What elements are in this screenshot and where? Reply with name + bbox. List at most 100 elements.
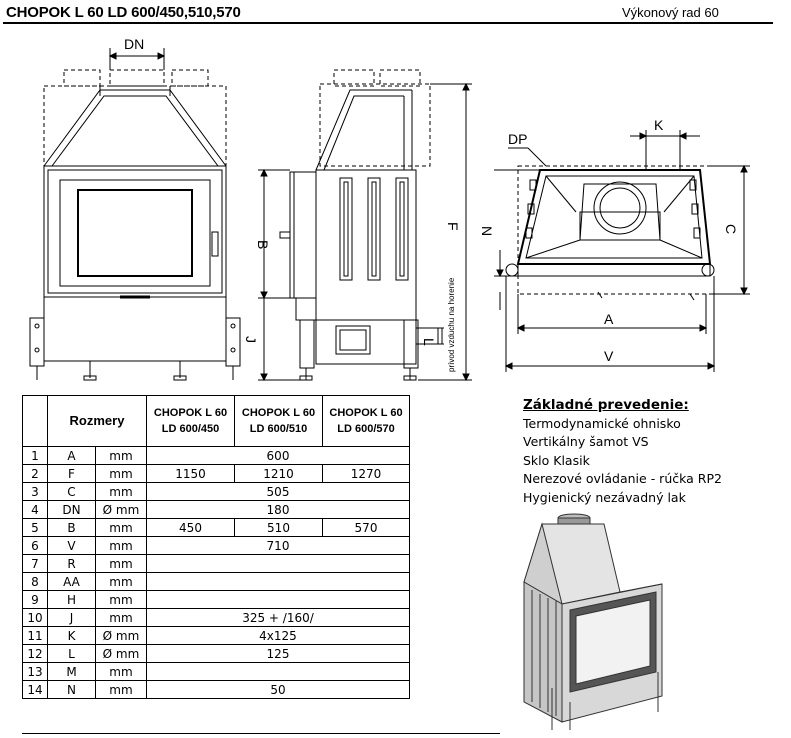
row-code: DN	[47, 500, 96, 519]
row-value: 505	[146, 482, 410, 501]
table-header-col-1: CHOPOK L 60 LD 600/450	[146, 395, 235, 447]
dim-label-f: F	[445, 222, 461, 231]
row-code: L	[47, 644, 96, 663]
row-value: 125	[146, 644, 410, 663]
table-row: 8 AA mm	[22, 572, 410, 591]
row-value: 4x125	[146, 626, 410, 645]
table-header-corner	[22, 395, 48, 447]
dim-label-c: C	[723, 224, 739, 234]
table-row: 12 L Ø mm 125	[22, 644, 410, 663]
row-code: R	[47, 554, 96, 573]
row-code: H	[47, 590, 96, 609]
row-number: 2	[22, 464, 48, 483]
table-header-rozmery: Rozmery	[47, 395, 147, 447]
table-row: 6 V mm 710	[22, 536, 410, 555]
dim-label-dn: DN	[124, 36, 144, 52]
table-header-col-2: CHOPOK L 60 LD 600/510	[234, 395, 323, 447]
row-number: 10	[22, 608, 48, 627]
row-code: V	[47, 536, 96, 555]
row-unit: mm	[95, 590, 147, 609]
row-number: 7	[22, 554, 48, 573]
table-row: 5 B mm 450 510 570	[22, 518, 410, 537]
row-value: 450	[146, 518, 235, 537]
row-value: 510	[234, 518, 323, 537]
row-unit: mm	[95, 446, 147, 465]
row-unit: mm	[95, 518, 147, 537]
dim-label-k: K	[654, 117, 664, 133]
row-value: 325 + /160/	[146, 608, 410, 627]
row-number: 9	[22, 590, 48, 609]
row-value: 1150	[146, 464, 235, 483]
row-unit: mm	[95, 662, 147, 681]
row-unit: mm	[95, 680, 147, 699]
row-code: M	[47, 662, 96, 681]
feature-item: Vertikálny šamot VS	[523, 434, 649, 449]
row-number: 4	[22, 500, 48, 519]
row-unit: Ø mm	[95, 626, 147, 645]
table-row: 2 F mm 1150 1210 1270	[22, 464, 410, 483]
row-value	[146, 554, 410, 573]
dim-label-b: B	[255, 240, 271, 249]
table-row: 14 N mm 50	[22, 680, 410, 699]
table-row: 10 J mm 325 + /160/	[22, 608, 410, 627]
front-view: DN	[29, 36, 241, 381]
row-unit: mm	[95, 608, 147, 627]
series-label: Výkonový rad 60	[622, 5, 719, 20]
row-unit: mm	[95, 554, 147, 573]
footer-rule	[22, 733, 500, 734]
features-title: Základné prevedenie:	[523, 397, 689, 413]
dim-label-a: A	[604, 311, 614, 327]
table-row: 9 H mm	[22, 590, 410, 609]
row-number: 13	[22, 662, 48, 681]
row-value: 1210	[234, 464, 323, 483]
row-code: B	[47, 518, 96, 537]
row-value: 1270	[322, 464, 410, 483]
row-code: C	[47, 482, 96, 501]
row-number: 1	[22, 446, 48, 465]
table-row: 1 A mm 600	[22, 446, 410, 465]
row-unit: mm	[95, 482, 147, 501]
document-title: CHOPOK L 60 LD 600/450,510,570	[6, 4, 241, 21]
row-unit: mm	[95, 464, 147, 483]
feature-item: Sklo Klasik	[523, 452, 590, 468]
table-row: 3 C mm 505	[22, 482, 410, 501]
row-value: 710	[146, 536, 410, 555]
row-code: J	[47, 608, 96, 627]
row-value	[146, 572, 410, 591]
table-row: 13 M mm	[22, 662, 410, 681]
row-unit: mm	[95, 572, 147, 591]
table-header-col-3: CHOPOK L 60 LD 600/570	[322, 395, 410, 447]
row-code: F	[47, 464, 96, 483]
feature-item: Nerezové ovládanie - rúčka RP2	[523, 471, 722, 486]
feature-item: Termodynamické ohnisko	[523, 415, 681, 431]
table-row: 7 R mm	[22, 554, 410, 573]
table-row: 4 DN Ø mm 180	[22, 500, 410, 519]
technical-drawings: DN B J	[29, 36, 750, 382]
row-value: 180	[146, 500, 410, 519]
feature-item: Hygienický nezávadný lak	[523, 489, 686, 505]
row-unit: Ø mm	[95, 500, 147, 519]
row-number: 6	[22, 536, 48, 555]
row-code: N	[47, 680, 96, 699]
top-view: DP K N C A V	[479, 117, 750, 372]
row-number: 8	[22, 572, 48, 591]
row-number: 12	[22, 644, 48, 663]
row-unit: Ø mm	[95, 644, 147, 663]
row-code: A	[47, 446, 96, 465]
row-value: 50	[146, 680, 410, 699]
row-number: 5	[22, 518, 48, 537]
product-illustration	[523, 513, 663, 730]
dim-label-dp: DP	[508, 131, 527, 147]
row-number: 3	[22, 482, 48, 501]
row-code: K	[47, 626, 96, 645]
dim-label-v: V	[604, 348, 614, 364]
row-value	[146, 590, 410, 609]
table-header-row: Rozmery CHOPOK L 60 LD 600/450 CHOPOK L …	[22, 395, 410, 447]
dim-label-n: N	[479, 226, 495, 236]
header-rule	[3, 22, 773, 24]
row-value: 600	[146, 446, 410, 465]
row-unit: mm	[95, 536, 147, 555]
row-value	[146, 662, 410, 681]
air-intake-note: prívod vzduchu na horenie	[447, 277, 456, 372]
row-number: 11	[22, 626, 48, 645]
